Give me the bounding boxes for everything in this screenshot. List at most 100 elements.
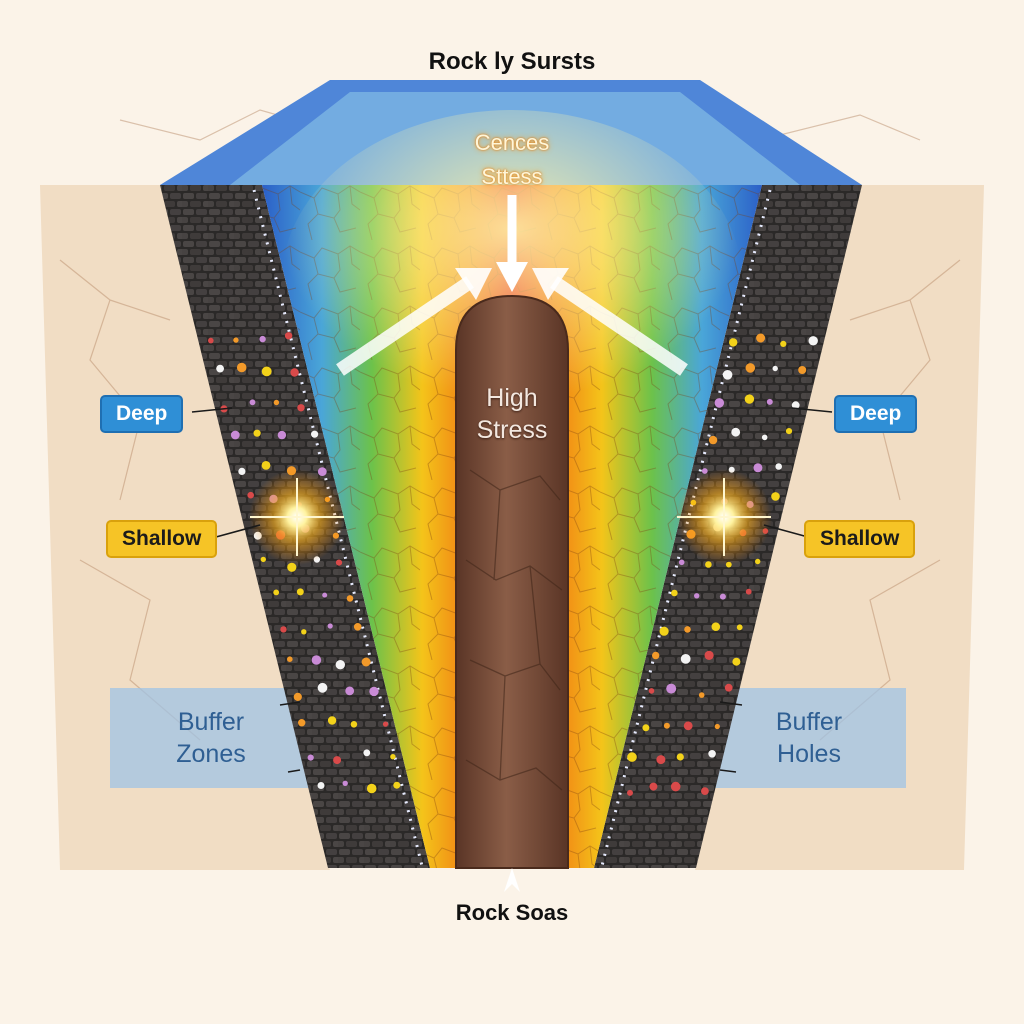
seismic-dot — [345, 686, 355, 696]
top-stress-line1: Cences — [474, 130, 550, 155]
core-label-line2: Stress — [476, 416, 548, 444]
core-label-line1: High — [486, 384, 538, 412]
seismic-dot — [670, 781, 681, 792]
seismic-dot — [277, 430, 287, 440]
seismic-dot — [284, 332, 293, 340]
seismic-dot — [627, 789, 633, 796]
seismic-dot — [317, 782, 325, 789]
seismic-dot — [684, 626, 691, 633]
seismic-dot — [353, 623, 362, 631]
seismic-dot — [724, 683, 733, 692]
seismic-dot — [766, 398, 773, 405]
seismic-dot — [327, 716, 337, 725]
seismic-dot — [233, 337, 239, 343]
seismic-dot — [719, 593, 726, 600]
left-buffer-line2: Zones — [176, 740, 246, 768]
seismic-dot — [627, 752, 637, 762]
seismic-dot — [247, 491, 254, 499]
right-burst-rays — [677, 478, 771, 556]
seismic-dot — [755, 558, 761, 565]
seismic-dot — [390, 754, 396, 760]
seismic-dot — [698, 692, 705, 698]
seismic-dot — [756, 333, 766, 343]
seismic-dot — [216, 364, 225, 373]
left-buffer-line1: Buffer — [177, 708, 245, 736]
seismic-dot — [753, 463, 763, 473]
seismic-dot — [666, 683, 677, 694]
seismic-dot — [663, 722, 670, 729]
seismic-dot — [273, 399, 280, 406]
seismic-dot — [791, 401, 800, 410]
seismic-dot — [656, 755, 666, 765]
seismic-dot — [230, 430, 240, 440]
seismic-dot — [366, 783, 377, 794]
seismic-dot — [287, 562, 297, 572]
top-stress-line2: Sttess — [481, 164, 543, 189]
seismic-dot — [297, 404, 305, 412]
seismic-dot — [259, 335, 266, 343]
seismic-dot — [293, 692, 302, 702]
seismic-dot — [317, 467, 327, 476]
seismic-dot — [350, 721, 358, 728]
left-burst-rays — [250, 478, 344, 556]
diagram-title: Rock ly Sursts — [428, 48, 596, 75]
high-stress-core — [455, 294, 569, 869]
seismic-dot — [714, 398, 725, 408]
seismic-dot — [290, 368, 299, 377]
seismic-dot — [808, 336, 818, 346]
seismic-dot — [745, 363, 756, 373]
core-tip — [504, 868, 520, 892]
seismic-dot — [771, 492, 780, 501]
seismic-dot — [659, 626, 669, 636]
seismic-dot — [238, 467, 246, 475]
seismic-dot — [311, 655, 322, 665]
stress-arrows — [336, 195, 688, 376]
seismic-dot — [722, 370, 733, 380]
seismic-dot — [393, 781, 401, 789]
seismic-dot — [714, 723, 720, 730]
seismic-dot — [648, 688, 655, 694]
seismic-dot — [798, 366, 807, 374]
seismic-dot — [676, 753, 684, 761]
seismic-dot — [361, 657, 371, 667]
seismic-dot — [317, 682, 328, 693]
seismic-dot — [260, 556, 266, 563]
seismic-dot — [671, 589, 678, 597]
bottom-label: Rock Soas — [455, 900, 569, 925]
seismic-dot — [298, 719, 306, 727]
seismic-dot — [683, 721, 693, 731]
seismic-dot — [649, 782, 658, 791]
seismic-dot — [732, 657, 741, 666]
right-buffer-label: Buffer Holes — [744, 706, 874, 770]
seismic-dot — [761, 434, 768, 441]
seismic-dot — [342, 780, 348, 786]
seismic-dot — [694, 593, 700, 599]
seismic-dot — [704, 650, 714, 661]
seismic-dot — [708, 435, 718, 445]
seismic-dot — [261, 461, 271, 470]
seismic-dot — [327, 623, 333, 629]
seismic-dot — [642, 724, 650, 732]
leader-lines — [191, 407, 833, 773]
right-deep-tag: Deep — [834, 395, 918, 433]
core-fractures — [465, 469, 563, 791]
seismic-dot — [736, 624, 743, 631]
seismic-dot — [307, 754, 314, 761]
seismic-dot — [249, 399, 256, 406]
seismic-dot — [711, 622, 721, 631]
seismic-dot — [678, 559, 685, 566]
seismic-dot — [261, 366, 272, 377]
right-shallow-tag: Shallow — [804, 520, 916, 558]
seismic-dot — [369, 686, 379, 697]
seismic-dot — [680, 654, 691, 664]
left-deep-tag: Deep — [100, 395, 184, 433]
seismic-dot — [785, 428, 793, 435]
top-stress-label: Cences Sttess — [412, 126, 612, 194]
seismic-dot — [346, 595, 354, 602]
seismic-dot — [296, 588, 304, 596]
seismic-dot — [208, 337, 214, 344]
seismic-dot — [311, 430, 319, 438]
right-buffer-line1: Buffer — [775, 708, 843, 736]
seismic-dot — [236, 362, 247, 373]
